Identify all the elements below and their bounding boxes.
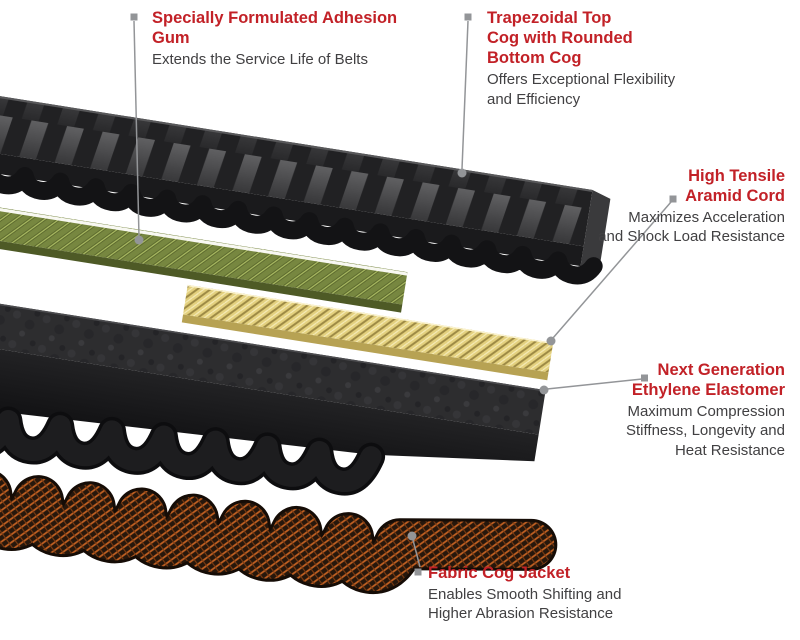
callout-desc: Maximum Compression Stiffness, Longevity… — [626, 403, 785, 459]
fabric-jacket-layer — [0, 456, 558, 595]
callout-adhesion-gum: Specially Formulated Adhesion Gum Extend… — [152, 8, 452, 69]
callout-line — [133, 20, 140, 238]
callout-title: High Tensile Aramid Cord — [685, 167, 785, 206]
callout-marker-dot — [407, 531, 417, 541]
callout-marker-dot — [457, 168, 467, 178]
aramid-cord-layer — [181, 284, 554, 381]
callout-line — [461, 20, 469, 170]
callout-top-cog: Trapezoidal Top Cog with Rounded Bottom … — [487, 8, 727, 109]
callout-aramid-cord: High Tensile Aramid Cord Maximizes Accel… — [555, 166, 785, 247]
callout-marker-dot — [546, 336, 556, 346]
callout-line — [546, 378, 643, 390]
callout-marker-square — [130, 13, 138, 21]
callout-title: Fabric Cog Jacket — [428, 564, 571, 582]
top-cog-teeth — [0, 155, 603, 285]
callout-desc: Maximizes Acceleration and Shock Load Re… — [598, 209, 785, 246]
callout-desc: Extends the Service Life of Belts — [152, 51, 368, 69]
adhesion-cord-highlight — [0, 201, 408, 276]
callout-title: Trapezoidal Top Cog with Rounded Bottom … — [487, 9, 633, 68]
elastomer-layer — [0, 293, 546, 496]
top-cog-layer — [0, 92, 611, 285]
adhesion-gum-layer — [0, 200, 408, 313]
callout-desc: Offers Exceptional Flexibility and Effic… — [487, 71, 676, 108]
callout-desc: Enables Smooth Shifting and Higher Abras… — [428, 586, 622, 623]
callout-marker-square — [669, 195, 677, 203]
callout-lines — [130, 13, 677, 576]
callout-line — [552, 201, 672, 339]
callout-elastomer: Next Generation Ethylene Elastomer Maxim… — [555, 360, 785, 460]
callout-marker-square — [464, 13, 472, 21]
callout-marker-square — [641, 374, 648, 382]
callout-line — [412, 539, 421, 568]
callout-title: Next Generation Ethylene Elastomer — [631, 361, 785, 400]
callout-marker-dot — [539, 385, 549, 395]
callout-marker-dot — [134, 235, 144, 245]
belt-layers — [0, 92, 611, 595]
top-cog-end-face — [580, 190, 611, 267]
callout-fabric-jacket: Fabric Cog Jacket Enables Smooth Shiftin… — [428, 563, 728, 624]
callout-marker-square — [414, 568, 422, 576]
callout-title: Specially Formulated Adhesion Gum — [152, 9, 398, 48]
